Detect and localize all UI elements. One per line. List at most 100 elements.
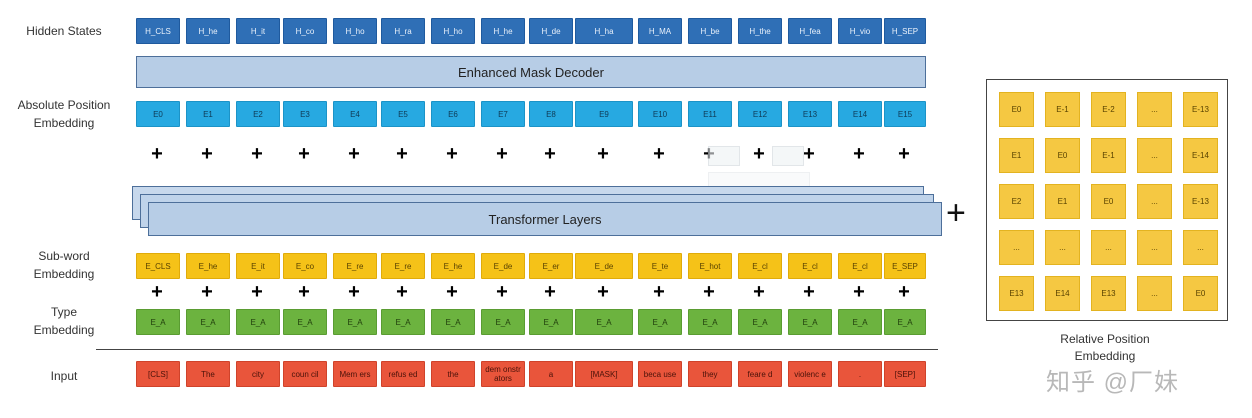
relative-matrix-cell-4-3: ... bbox=[1137, 276, 1172, 311]
type-embedding-label-line1: Type bbox=[50, 305, 77, 319]
transformer-layers-bar: Transformer Layers bbox=[148, 202, 942, 236]
middle-plus-10: + bbox=[653, 281, 665, 303]
input-token-10: beca use bbox=[638, 361, 682, 387]
hidden-state-token-14: H_vio bbox=[838, 18, 882, 44]
relative-matrix-cell-3-4: ... bbox=[1183, 230, 1218, 265]
absolute-position-token-10: E10 bbox=[638, 101, 682, 127]
top-plus-7: + bbox=[496, 143, 508, 165]
input-token-2: city bbox=[236, 361, 280, 387]
relative-matrix-cell-4-0: E13 bbox=[999, 276, 1034, 311]
type-token-0: E_A bbox=[136, 309, 180, 335]
input-token-0: [CLS] bbox=[136, 361, 180, 387]
relative-position-label: Relative Position Embedding bbox=[1000, 331, 1210, 365]
top-plus-5: + bbox=[396, 143, 408, 165]
subword-embedding-label-line1: Sub-word bbox=[38, 249, 90, 263]
middle-plus-6: + bbox=[446, 281, 458, 303]
relative-matrix-cell-3-2: ... bbox=[1091, 230, 1126, 265]
relative-matrix-cell-2-0: E2 bbox=[999, 184, 1034, 219]
top-plus-15: + bbox=[898, 143, 910, 165]
type-embedding-label-line2: Embedding bbox=[33, 323, 95, 337]
input-token-7: dem onstr ators bbox=[481, 361, 525, 387]
absolute-position-label: Absolute Position Embedding bbox=[0, 96, 128, 132]
middle-plus-1: + bbox=[201, 281, 213, 303]
hidden-state-token-2: H_it bbox=[236, 18, 280, 44]
middle-plus-4: + bbox=[348, 281, 360, 303]
top-plus-10: + bbox=[653, 143, 665, 165]
absolute-position-token-1: E1 bbox=[186, 101, 230, 127]
absolute-position-label-line2: Embedding bbox=[33, 116, 95, 130]
middle-plus-9: + bbox=[597, 281, 609, 303]
input-token-5: refus ed bbox=[381, 361, 425, 387]
subword-embedding-label: Sub-word Embedding bbox=[0, 247, 128, 283]
type-token-15: E_A bbox=[884, 309, 926, 335]
middle-plus-14: + bbox=[853, 281, 865, 303]
relative-matrix-cell-0-2: E-2 bbox=[1091, 92, 1126, 127]
absolute-position-token-4: E4 bbox=[333, 101, 377, 127]
input-token-11: they bbox=[688, 361, 732, 387]
absolute-position-label-line1: Absolute Position bbox=[17, 98, 111, 112]
subword-token-3: E_co bbox=[283, 253, 327, 279]
hidden-state-token-6: H_ho bbox=[431, 18, 475, 44]
type-token-12: E_A bbox=[738, 309, 782, 335]
subword-token-10: E_te bbox=[638, 253, 682, 279]
hidden-state-token-10: H_MA bbox=[638, 18, 682, 44]
subword-embedding-label-line2: Embedding bbox=[33, 267, 95, 281]
middle-plus-13: + bbox=[803, 281, 815, 303]
middle-plus-7: + bbox=[496, 281, 508, 303]
absolute-position-token-2: E2 bbox=[236, 101, 280, 127]
absolute-position-token-11: E11 bbox=[688, 101, 732, 127]
type-token-11: E_A bbox=[688, 309, 732, 335]
top-plus-1: + bbox=[201, 143, 213, 165]
subword-token-15: E_SEP bbox=[884, 253, 926, 279]
relative-matrix-cell-0-3: ... bbox=[1137, 92, 1172, 127]
top-plus-14: + bbox=[853, 143, 865, 165]
middle-plus-15: + bbox=[898, 281, 910, 303]
subword-token-14: E_cl bbox=[838, 253, 882, 279]
input-token-1: The bbox=[186, 361, 230, 387]
relative-matrix-cell-4-1: E14 bbox=[1045, 276, 1080, 311]
absolute-position-token-12: E12 bbox=[738, 101, 782, 127]
relative-matrix-cell-2-1: E1 bbox=[1045, 184, 1080, 219]
subword-token-4: E_re bbox=[333, 253, 377, 279]
hidden-state-token-0: H_CLS bbox=[136, 18, 180, 44]
type-token-6: E_A bbox=[431, 309, 475, 335]
top-plus-0: + bbox=[151, 143, 163, 165]
hidden-state-token-13: H_fea bbox=[788, 18, 832, 44]
absolute-position-token-6: E6 bbox=[431, 101, 475, 127]
absolute-position-token-7: E7 bbox=[481, 101, 525, 127]
enhanced-mask-decoder-bar: Enhanced Mask Decoder bbox=[136, 56, 926, 88]
top-plus-3: + bbox=[298, 143, 310, 165]
top-plus-8: + bbox=[544, 143, 556, 165]
type-token-7: E_A bbox=[481, 309, 525, 335]
ghost-artifact bbox=[772, 146, 804, 166]
subword-token-7: E_de bbox=[481, 253, 525, 279]
input-token-13: violenc e bbox=[788, 361, 832, 387]
hidden-state-token-8: H_de bbox=[529, 18, 573, 44]
middle-plus-2: + bbox=[251, 281, 263, 303]
subword-token-2: E_it bbox=[236, 253, 280, 279]
input-token-4: Mem ers bbox=[333, 361, 377, 387]
relative-matrix-cell-2-4: E-13 bbox=[1183, 184, 1218, 219]
type-token-13: E_A bbox=[788, 309, 832, 335]
watermark-text: 知乎 @厂妹 bbox=[1046, 369, 1180, 396]
type-token-14: E_A bbox=[838, 309, 882, 335]
subword-token-13: E_cl bbox=[788, 253, 832, 279]
type-token-3: E_A bbox=[283, 309, 327, 335]
subword-token-5: E_re bbox=[381, 253, 425, 279]
input-divider bbox=[96, 349, 938, 350]
relative-matrix-cell-2-2: E0 bbox=[1091, 184, 1126, 219]
subword-token-8: E_er bbox=[529, 253, 573, 279]
hidden-state-token-11: H_be bbox=[688, 18, 732, 44]
input-token-12: feare d bbox=[738, 361, 782, 387]
type-token-2: E_A bbox=[236, 309, 280, 335]
middle-plus-3: + bbox=[298, 281, 310, 303]
middle-plus-5: + bbox=[396, 281, 408, 303]
subword-token-1: E_he bbox=[186, 253, 230, 279]
relative-matrix-cell-0-4: E-13 bbox=[1183, 92, 1218, 127]
absolute-position-token-14: E14 bbox=[838, 101, 882, 127]
type-token-5: E_A bbox=[381, 309, 425, 335]
relative-matrix-cell-0-1: E-1 bbox=[1045, 92, 1080, 127]
relative-matrix-cell-0-0: E0 bbox=[999, 92, 1034, 127]
input-token-6: the bbox=[431, 361, 475, 387]
relative-matrix-cell-3-1: ... bbox=[1045, 230, 1080, 265]
